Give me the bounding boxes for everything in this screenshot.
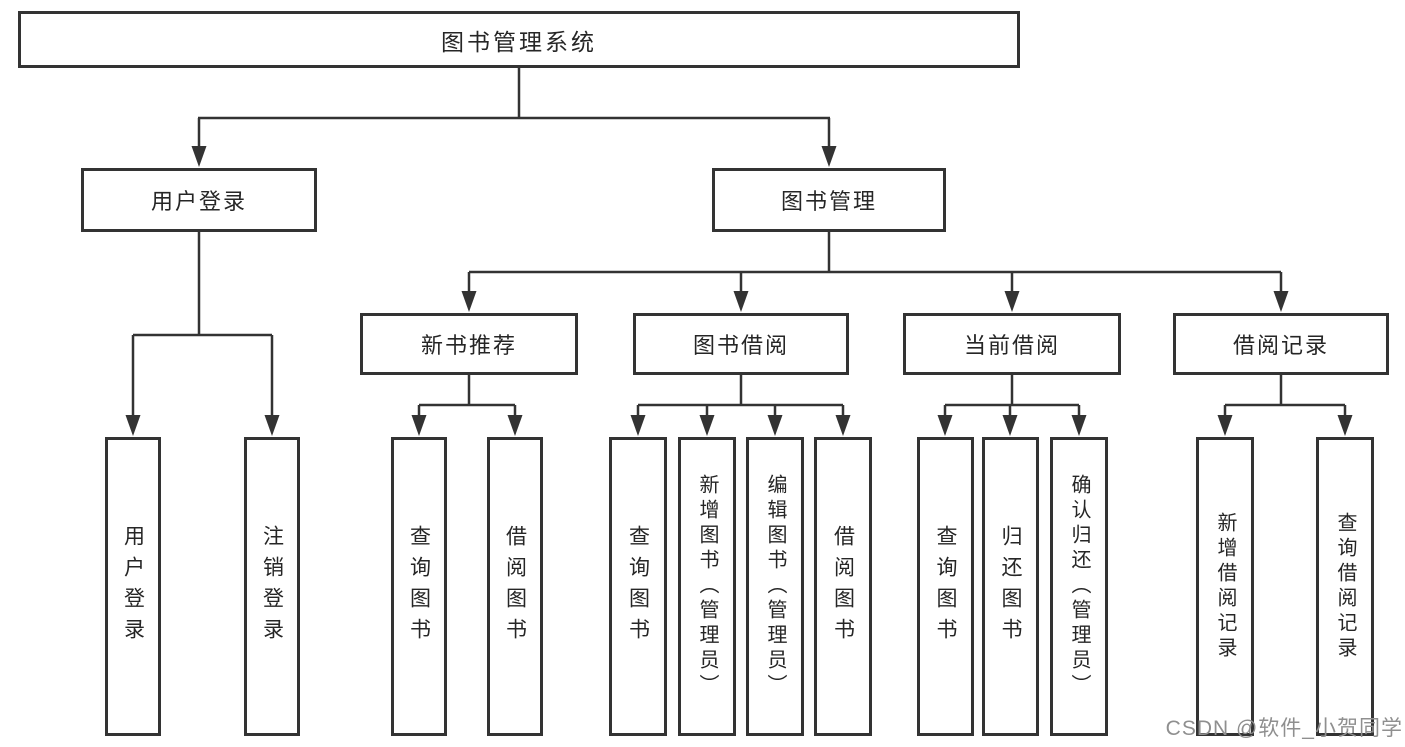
node-current-borrow: 当前借阅 (903, 313, 1121, 375)
leaf-add-borrow-record: 新增借阅记录 (1196, 437, 1254, 736)
leaf-borrow-query-book: 查询图书 (609, 437, 667, 736)
leaf-recommend-query-book: 查询图书 (391, 437, 447, 736)
arrowheads (125, 146, 1353, 436)
leaf-user-login: 用户登录 (105, 437, 161, 736)
node-new-book-recommend: 新书推荐 (360, 313, 578, 375)
leaf-recommend-borrow-book: 借阅图书 (487, 437, 543, 736)
node-book-management: 图书管理 (712, 168, 946, 232)
node-borrow-records: 借阅记录 (1173, 313, 1389, 375)
node-book-borrow: 图书借阅 (633, 313, 849, 375)
node-root-system: 图书管理系统 (18, 11, 1020, 68)
leaf-borrow-book: 借阅图书 (814, 437, 872, 736)
leaf-add-book-admin: 新增图书（管理员） (678, 437, 736, 736)
csdn-watermark: CSDN @软件_小贺同学 (1165, 717, 1403, 740)
leaf-return-book: 归还图书 (982, 437, 1039, 736)
leaf-confirm-return-admin: 确认归还（管理员） (1050, 437, 1108, 736)
node-user-login: 用户登录 (81, 168, 317, 232)
leaf-edit-book-admin: 编辑图书（管理员） (746, 437, 804, 736)
leaf-current-query-book: 查询图书 (917, 437, 974, 736)
tree-edges (131, 66, 1347, 418)
leaf-logout: 注销登录 (244, 437, 300, 736)
leaf-query-borrow-record: 查询借阅记录 (1316, 437, 1374, 736)
